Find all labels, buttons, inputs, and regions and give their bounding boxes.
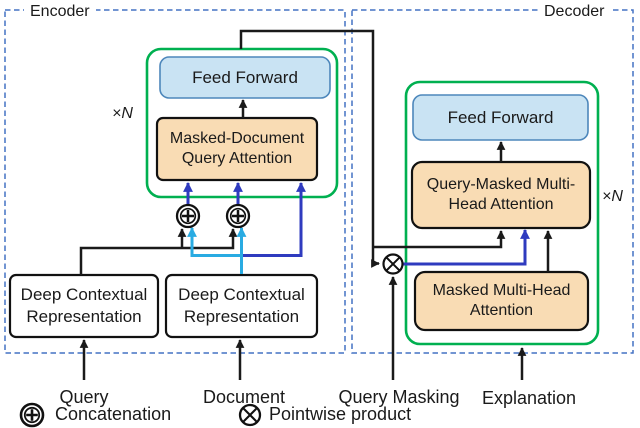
black-wires xyxy=(79,29,553,380)
legend-concatenation-icon xyxy=(19,402,45,428)
masked-document-query-attention-label: Masked-Document Query Attention xyxy=(169,129,305,167)
masked-multi-head-attention-box xyxy=(413,270,590,332)
encoder-repeat-label: ×N xyxy=(112,105,133,122)
encoder-region-label: Encoder xyxy=(24,3,96,21)
encoder-feed-forward-box xyxy=(159,56,331,99)
query-representation-label: Deep Contextual Representation xyxy=(20,285,148,326)
concatenation-icon xyxy=(225,203,251,229)
pointwise-product-icon xyxy=(382,253,404,275)
query-representation-box xyxy=(8,273,160,339)
document-representation-box xyxy=(164,273,319,339)
document-input-label: Document xyxy=(202,387,286,407)
legend-pointwise-product-label: Pointwise product xyxy=(269,404,412,424)
concatenation-icon xyxy=(175,203,201,229)
legend-concatenation-label: Concatenation xyxy=(55,404,172,424)
query-masked-attention-label: Query-Masked Multi- Head Attention xyxy=(426,175,576,213)
explanation-input-label: Explanation xyxy=(481,388,577,408)
legend-pointwise-product-icon xyxy=(238,403,262,427)
query-input-label: Query xyxy=(59,387,109,407)
query-masking-input-label: Query Masking xyxy=(338,387,460,407)
masked-document-query-attention-box xyxy=(155,116,319,182)
decoder-repeat-label: ×N xyxy=(602,188,623,205)
encoder-feed-forward-label: Feed Forward xyxy=(192,67,298,87)
decoder-feed-forward-label: Feed Forward xyxy=(447,107,554,127)
cyan-wires xyxy=(187,227,247,274)
document-representation-label: Deep Contextual Representation xyxy=(178,285,305,326)
decoder-feed-forward-box xyxy=(412,94,589,141)
decoder-region-label: Decoder xyxy=(538,3,611,21)
decoder-region xyxy=(351,9,634,354)
dark-blue-wires xyxy=(183,182,530,266)
masked-multi-head-attention-label: Masked Multi-Head Attention xyxy=(432,281,571,319)
